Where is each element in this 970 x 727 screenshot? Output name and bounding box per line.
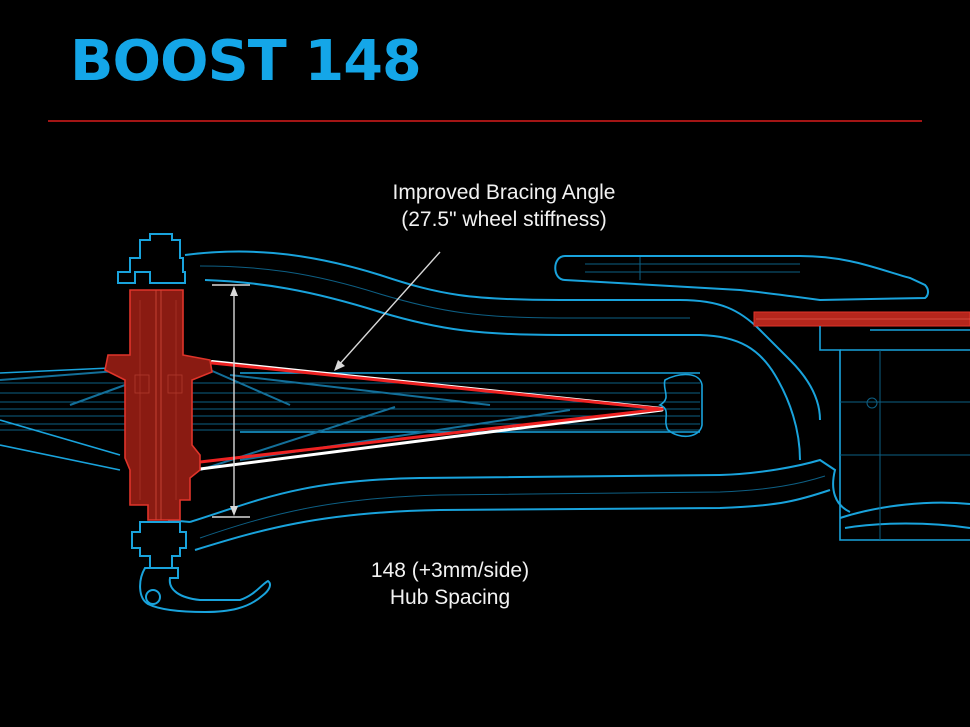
hub-spacing-callout: 148 (+3mm/side) Hub Spacing — [330, 557, 570, 611]
rear-hub — [104, 289, 213, 521]
wheel-spoke-bands — [0, 382, 700, 431]
bracing-angle-callout: Improved Bracing Angle (27.5" wheel stif… — [354, 179, 654, 233]
bracing-spokes — [198, 360, 664, 471]
upper-spoke-red — [210, 361, 664, 411]
upper-link — [554, 255, 929, 302]
hub-spacing-dimension — [212, 284, 250, 518]
leader-arrowhead — [334, 360, 345, 371]
bracing-callout-line1: Improved Bracing Angle — [392, 181, 616, 204]
brake-mount-inner — [840, 350, 970, 540]
bracing-callout-line2: (27.5" wheel stiffness) — [401, 208, 607, 231]
arrowhead-bottom — [230, 506, 238, 516]
spacing-callout-line1: 148 (+3mm/side) — [370, 559, 530, 582]
wheel-rim-section — [658, 373, 703, 438]
chainstay — [167, 458, 851, 551]
lower-spoke-red — [198, 407, 664, 464]
chainstay-bottom-arc-2 — [844, 522, 970, 529]
disc-brake-rotor — [753, 311, 970, 327]
seatstay — [184, 250, 821, 461]
title-divider — [48, 120, 922, 122]
chainstay-bottom-arc — [839, 501, 970, 519]
spokes-background — [0, 369, 571, 471]
seatstay-inner — [199, 265, 690, 319]
arrowhead-top — [230, 286, 238, 296]
lower-spoke-white — [198, 408, 664, 471]
chainstay-inner — [199, 475, 826, 539]
quick-release-lever — [139, 567, 271, 614]
brake-mount — [819, 326, 970, 541]
spacing-callout-line2: Hub Spacing — [389, 586, 511, 609]
bracing-leader-line — [334, 251, 441, 371]
page-title: BOOST 148 — [70, 29, 422, 94]
upper-link-inner — [585, 257, 800, 280]
